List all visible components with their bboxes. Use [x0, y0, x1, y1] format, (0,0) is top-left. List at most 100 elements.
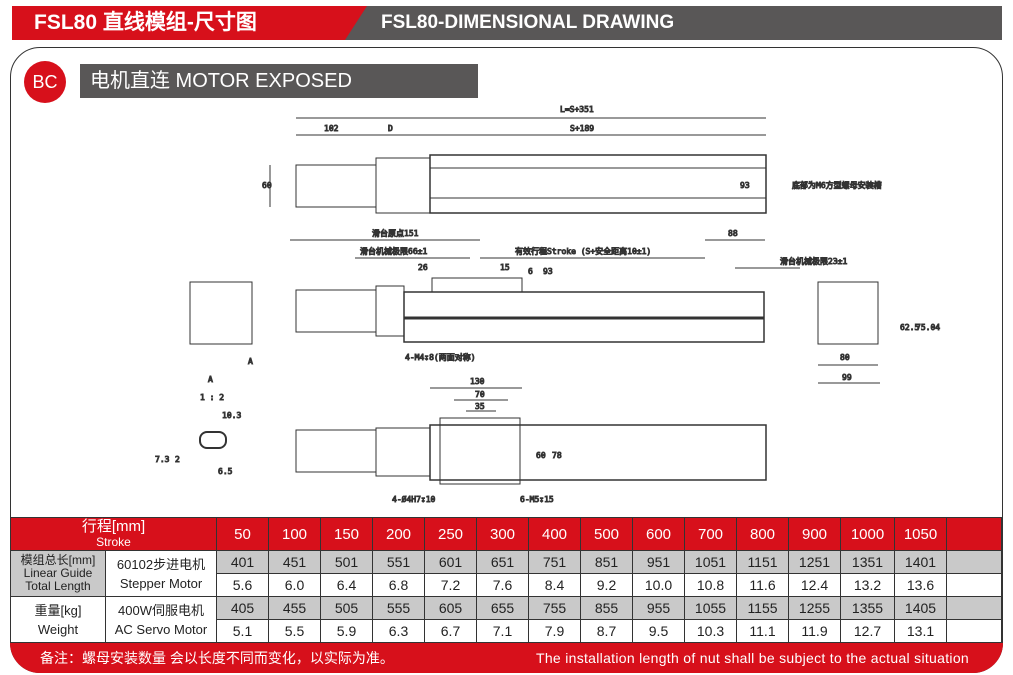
dim-d: D: [388, 124, 393, 133]
stroke-value-cell: 900: [788, 517, 841, 551]
stepper-weight-cell: 10.8: [684, 573, 737, 597]
stepper-weight-cell: 13.2: [840, 573, 895, 597]
servo-length-cell: 1155: [736, 596, 789, 620]
stroke-value-cell: 1050: [894, 517, 947, 551]
servo-weight-cell: 7.9: [528, 619, 581, 643]
dim-93: 93: [740, 181, 750, 190]
servo-weight-cell: 7.1: [476, 619, 529, 643]
stroke-value-cell: 300: [476, 517, 529, 551]
servo-label: 400W伺服电机 AC Servo Motor: [105, 596, 217, 643]
dim-6: 6: [528, 267, 533, 276]
section-badge: BC: [24, 61, 66, 103]
side-view: [290, 239, 800, 343]
stepper-length-cell: 951: [632, 550, 685, 574]
stroke-value-cell: 1000: [840, 517, 895, 551]
stroke-value-cell: 800: [736, 517, 789, 551]
title-cn: FSL80 直线模组-尺寸图: [12, 6, 372, 40]
stepper-length-cell: 1401: [894, 550, 947, 574]
servo-weight-cell: 5.1: [216, 619, 269, 643]
top-view: [269, 117, 767, 214]
servo-cn: 400W伺服电机: [118, 602, 204, 618]
servo-length-cell: 555: [372, 596, 425, 620]
servo-length-cell: 605: [424, 596, 477, 620]
bottom-view: [295, 387, 767, 485]
dim-35: 35: [475, 402, 485, 411]
empty-cell: [946, 573, 1002, 597]
stroke-value-cell: 100: [268, 517, 321, 551]
stroke-header: 行程[mm]Stroke: [10, 517, 217, 551]
servo-length-cell: 405: [216, 596, 269, 620]
stroke-value-cell: 150: [320, 517, 373, 551]
dim-62-5: 62.5: [900, 323, 919, 332]
stepper-length-cell: 551: [372, 550, 425, 574]
servo-weight-cell: 8.7: [580, 619, 633, 643]
stepper-weight-cell: 8.4: [528, 573, 581, 597]
dim-10-3: 10.3: [222, 411, 241, 420]
stroke-value-cell: 250: [424, 517, 477, 551]
stepper-weight-cell: 12.4: [788, 573, 841, 597]
length-label-en1: Linear Guide: [23, 566, 93, 580]
stepper-weight-cell: 5.6: [216, 573, 269, 597]
label-holes-m5: 6-M5↧15: [520, 495, 554, 504]
servo-en: AC Servo Motor: [114, 621, 208, 637]
servo-weight-cell: 13.1: [894, 619, 947, 643]
stepper-length-cell: 1351: [840, 550, 895, 574]
servo-length-cell: 955: [632, 596, 685, 620]
empty-cell: [946, 517, 1002, 551]
stepper-length-cell: 1151: [736, 550, 789, 574]
dim-s189: S+189: [570, 124, 594, 133]
servo-length-cell: 655: [476, 596, 529, 620]
stroke-value-cell: 600: [632, 517, 685, 551]
dim-93b: 93: [543, 267, 553, 276]
stepper-length-cell: 401: [216, 550, 269, 574]
label-holes-m4: 4-M4↧8(两面对称): [405, 352, 476, 362]
arrow-a: A: [248, 357, 253, 366]
stepper-length-cell: 451: [268, 550, 321, 574]
length-label-cn: 模组总长[mm]: [20, 553, 96, 567]
servo-weight-cell: 6.3: [372, 619, 425, 643]
dim-26: 26: [418, 263, 428, 272]
servo-weight-cell: 10.3: [684, 619, 737, 643]
empty-cell: [946, 619, 1002, 643]
servo-weight-cell: 12.7: [840, 619, 895, 643]
weight-label-cn: 重量[kg]: [34, 602, 82, 618]
dim-78: 78: [552, 451, 562, 460]
stepper-weight-cell: 6.0: [268, 573, 321, 597]
stepper-weight-cell: 11.6: [736, 573, 789, 597]
stepper-weight-cell: 6.8: [372, 573, 425, 597]
empty-cell: [946, 596, 1002, 620]
view-a-label: A: [208, 375, 213, 384]
servo-length-cell: 505: [320, 596, 373, 620]
stepper-length-cell: 1051: [684, 550, 737, 574]
footer-note-cn: 备注：螺母安装数量 会以长度不同而变化，以实际为准。: [40, 650, 394, 666]
dim-60: 60: [262, 181, 272, 190]
stepper-length-cell: 601: [424, 550, 477, 574]
scale-label: 1 : 2: [200, 393, 224, 402]
length-label-en2: Total Length: [25, 579, 91, 593]
stroke-header-cn: 行程[mm]: [81, 517, 146, 535]
stepper-weight-cell: 13.6: [894, 573, 947, 597]
servo-length-cell: 855: [580, 596, 633, 620]
dim-60b: 60: [536, 451, 546, 460]
stepper-weight-cell: 9.2: [580, 573, 633, 597]
weight-label: 重量[kg]Weight: [10, 596, 106, 643]
right-end-view: [817, 281, 879, 345]
section-title: 电机直连 MOTOR EXPOSED: [80, 64, 478, 98]
servo-weight-cell: 5.9: [320, 619, 373, 643]
stroke-value-cell: 50: [216, 517, 269, 551]
servo-length-cell: 455: [268, 596, 321, 620]
stroke-value-cell: 200: [372, 517, 425, 551]
stepper-length-cell: 1251: [788, 550, 841, 574]
servo-weight-cell: 11.9: [788, 619, 841, 643]
footer-note-en: The installation length of nut shall be …: [535, 650, 969, 666]
servo-length-cell: 1405: [894, 596, 947, 620]
stepper-length-cell: 651: [476, 550, 529, 574]
servo-weight-cell: 5.5: [268, 619, 321, 643]
stepper-en: Stepper Motor: [119, 575, 203, 591]
stepper-length-cell: 501: [320, 550, 373, 574]
servo-weight-cell: 6.7: [424, 619, 477, 643]
stepper-weight-cell: 10.0: [632, 573, 685, 597]
dim-mech-limit-right: 滑台机械极限23±1: [780, 256, 847, 266]
